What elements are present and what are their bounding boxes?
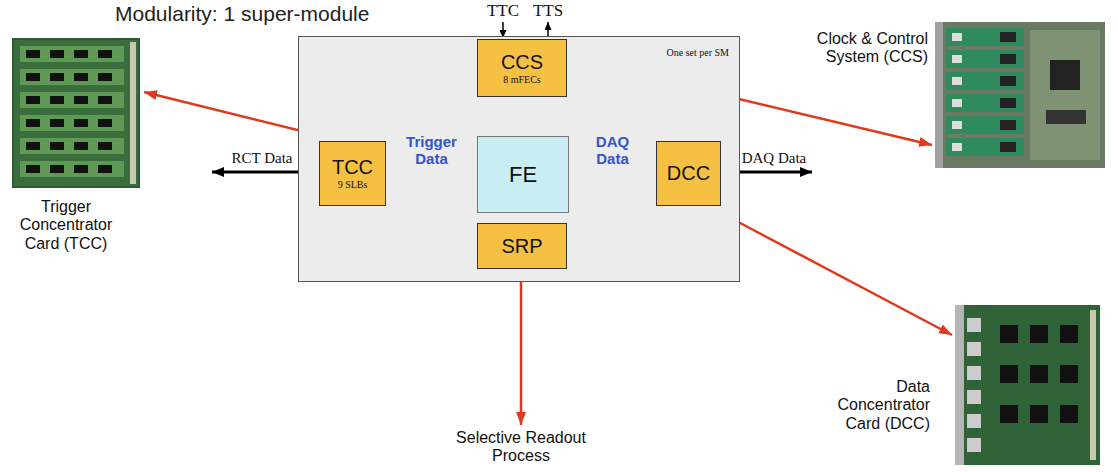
tcc-card-photo: [12, 38, 140, 188]
process-box: SRP: [477, 223, 567, 269]
edge-label: Trigger Data: [401, 133, 463, 168]
leader-arrow: [708, 206, 952, 335]
control-box: CCS8 mFECs: [477, 39, 567, 97]
leader-arrow: [520, 269, 523, 425]
photo-caption: Trigger Concentrator Card (TCC): [6, 198, 126, 253]
process-caption: Selective Readout Process: [441, 429, 601, 466]
dcc-card-photo: [955, 305, 1100, 465]
node-title: CCS: [501, 51, 543, 74]
diagram-title: Modularity: 1 super-module: [115, 2, 369, 26]
output-name: RCT Data: [232, 150, 293, 167]
node-title: TCC: [332, 156, 373, 179]
super-module-box: One set per SM CCS8 mFECsTCC9 SLBs FE DCC SR…: [298, 36, 740, 282]
concentrator-box: TCC9 SLBs: [319, 141, 386, 206]
concentrator-box: DCC: [656, 141, 721, 206]
edge-label: DAQ Data: [582, 133, 644, 168]
node-title: DCC: [667, 162, 710, 185]
node-title: One set per SM: [667, 47, 730, 59]
photo-caption: Data Concentrator Card (DCC): [825, 378, 930, 433]
signal-name: TTS: [533, 1, 563, 21]
signal-name: TTC: [487, 1, 519, 21]
node-subtitle: 9 SLBs: [338, 179, 368, 191]
photo-caption: Clock & Control System (CCS): [810, 30, 928, 67]
node-subtitle: 8 mFECs: [503, 74, 541, 86]
ccs-card-photo: [935, 22, 1105, 168]
node-title: FE: [509, 162, 537, 187]
front-end-box: FE: [477, 136, 569, 213]
output-name: DAQ Data: [742, 150, 807, 167]
node-title: SRP: [501, 235, 542, 258]
